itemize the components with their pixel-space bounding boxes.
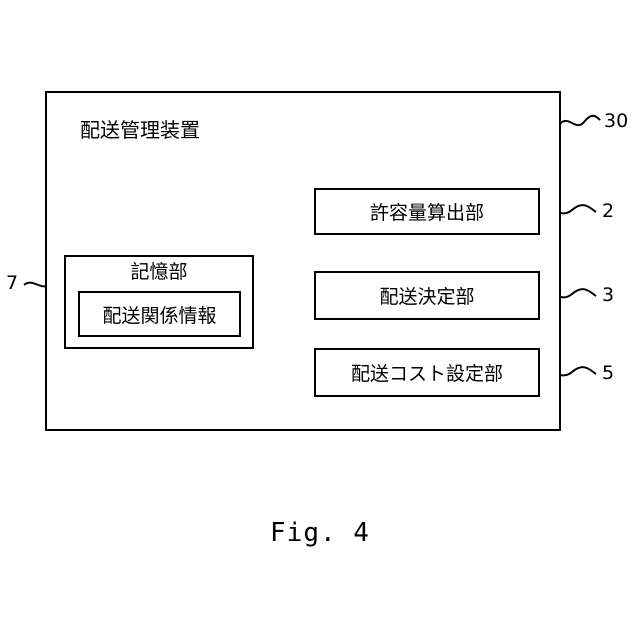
allowance-calculation-unit-box: 許容量算出部 [314, 188, 540, 235]
cost-ref: 5 [602, 362, 614, 384]
allowance-calculation-unit-label: 許容量算出部 [370, 198, 484, 225]
delivery-relation-info-box: 配送関係情報 [78, 291, 241, 337]
decision-ref: 3 [602, 284, 614, 306]
storage-ref: 7 [6, 272, 18, 294]
delivery-relation-info-label: 配送関係情報 [102, 301, 216, 328]
leader-30 [560, 116, 600, 125]
figure-caption: Fig. 4 [0, 518, 640, 548]
apparatus-title: 配送管理装置 [80, 118, 200, 142]
delivery-cost-setting-unit-label: 配送コスト設定部 [351, 359, 503, 386]
delivery-decision-unit-box: 配送決定部 [314, 271, 540, 320]
storage-unit-title: 記憶部 [64, 260, 254, 284]
allowance-ref: 2 [602, 200, 614, 222]
apparatus-ref: 30 [604, 110, 628, 132]
delivery-cost-setting-unit-box: 配送コスト設定部 [314, 348, 540, 397]
delivery-decision-unit-label: 配送決定部 [379, 282, 474, 309]
